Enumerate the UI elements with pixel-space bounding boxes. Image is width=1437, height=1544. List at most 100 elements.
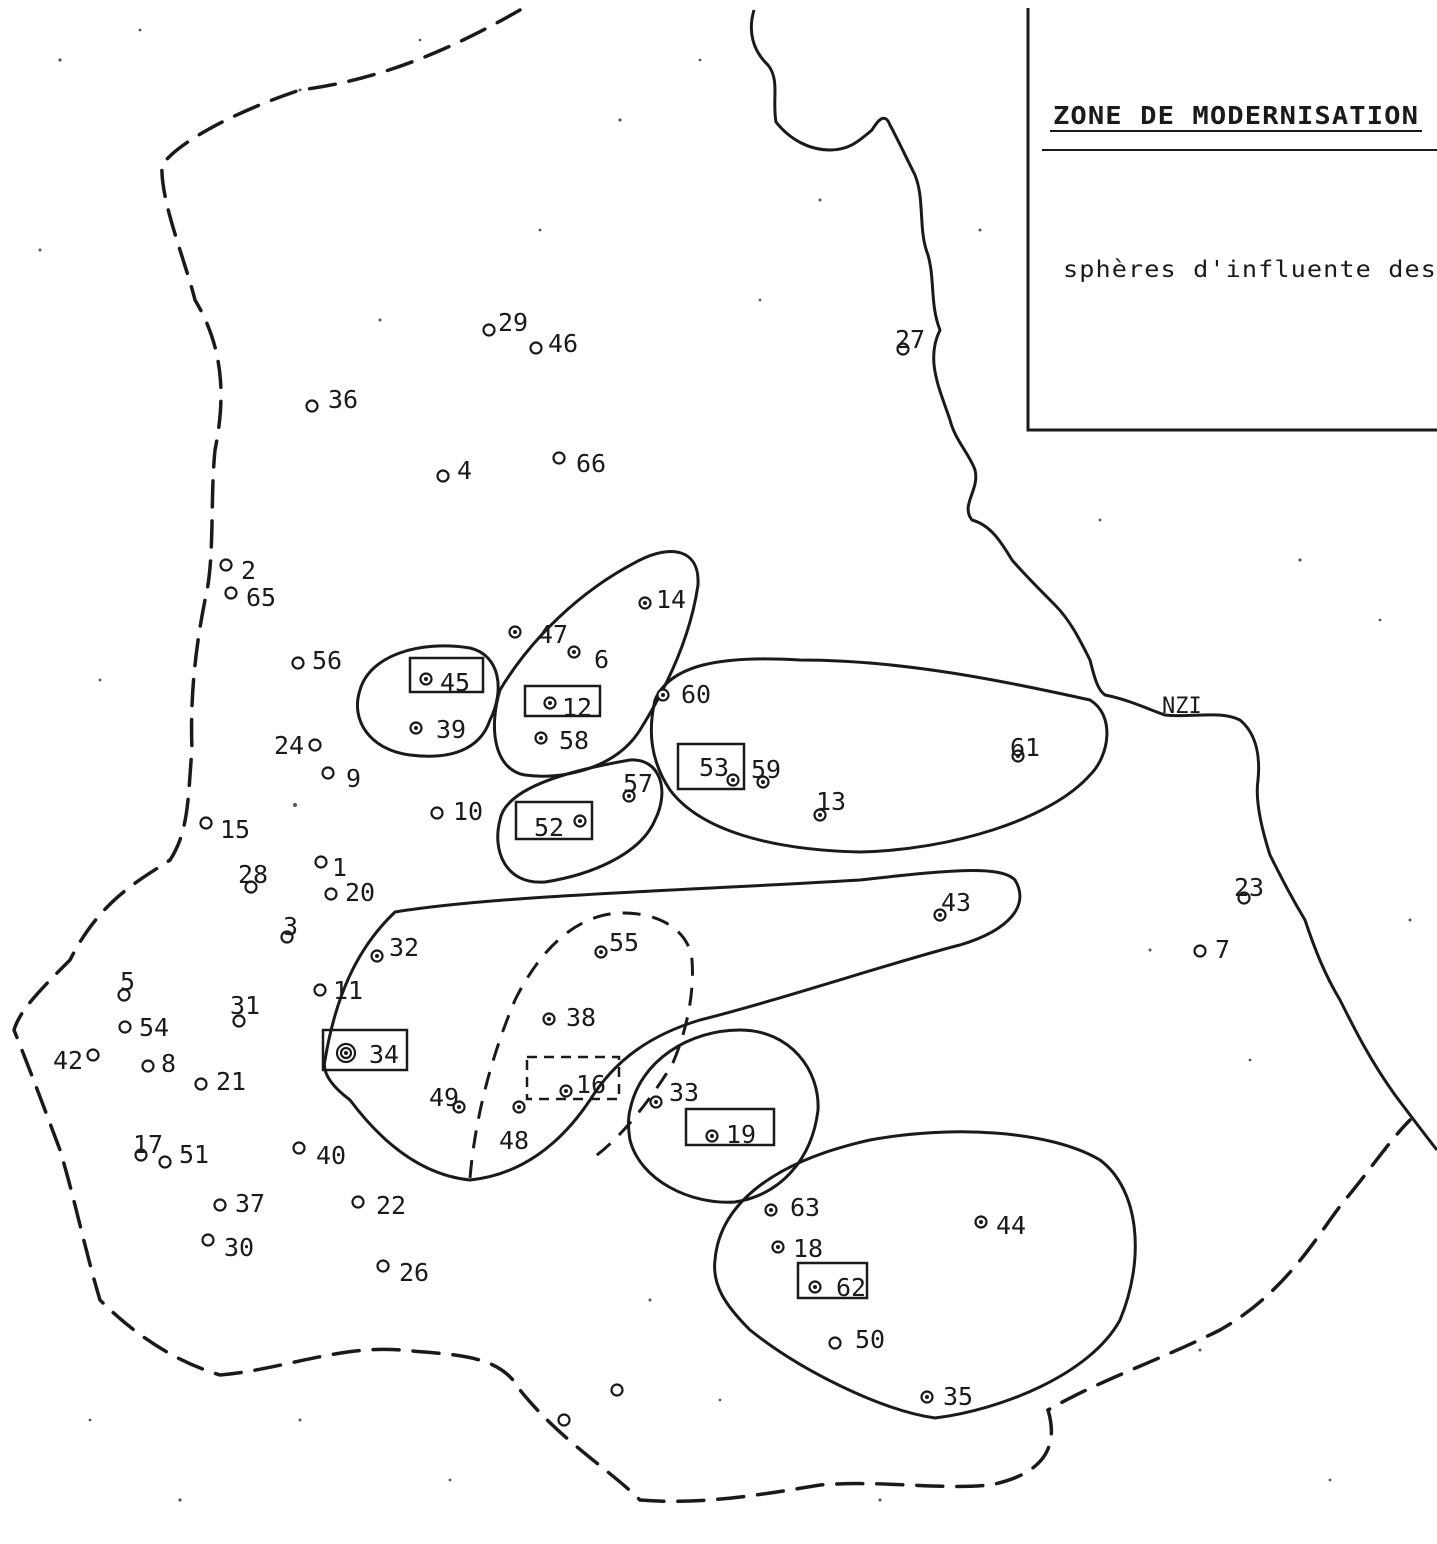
place: 10 [430, 797, 483, 826]
place-marker [134, 1148, 148, 1162]
place-label: 61 [1010, 733, 1040, 762]
place: 12 [543, 693, 592, 722]
zone-62 [713, 1130, 1137, 1420]
place-marker [305, 399, 319, 413]
place-marker [86, 1048, 100, 1062]
place-marker-dot [572, 650, 576, 654]
place-marker-dot [769, 1208, 773, 1212]
place-marker-dot [599, 950, 603, 954]
place-label: 37 [235, 1189, 265, 1218]
place: 21 [194, 1067, 246, 1096]
zone-53 [649, 657, 1109, 854]
place-marker [118, 1020, 132, 1034]
place-marker-dot [761, 780, 765, 784]
place-marker [324, 887, 338, 901]
place-label: 60 [681, 680, 711, 709]
place-label: 6 [594, 645, 609, 674]
place-label: 22 [376, 1191, 406, 1220]
place-label: 33 [669, 1078, 699, 1107]
river-nzi [749, 9, 1437, 1151]
place-marker [292, 1141, 306, 1155]
centre-box-16 [525, 1055, 621, 1101]
place-marker [194, 1077, 208, 1091]
place-label: 23 [1234, 873, 1264, 902]
place: 50 [828, 1325, 885, 1354]
place-label: 8 [161, 1049, 176, 1078]
place: 19 [705, 1120, 756, 1149]
place-label: 54 [139, 1013, 169, 1042]
centre-box-19 [684, 1107, 776, 1147]
place-marker-dot [813, 1285, 817, 1289]
place-label: 2 [241, 556, 256, 585]
place-label: 51 [179, 1140, 209, 1169]
legend-box: ZONE DE MODERNISATION sphères d'influent… [1026, 8, 1437, 432]
place-label: 14 [656, 585, 686, 614]
place-label: 32 [389, 933, 419, 962]
place-label: 56 [312, 646, 342, 675]
place-label: 26 [399, 1258, 429, 1287]
place-label: 21 [216, 1067, 246, 1096]
place-marker [436, 469, 450, 483]
place-label: 12 [562, 693, 592, 722]
place-label: 50 [855, 1325, 885, 1354]
place-label: 36 [328, 385, 358, 414]
place: 57 [622, 769, 653, 803]
place-marker [430, 806, 444, 820]
place-marker [610, 1383, 624, 1397]
place-marker [529, 341, 543, 355]
place-label: 3 [283, 912, 298, 941]
place: 40 [292, 1141, 346, 1170]
place-marker-dot [643, 601, 647, 605]
place-marker [213, 1198, 227, 1212]
place-marker-dot [938, 913, 942, 917]
place-label: 48 [499, 1126, 529, 1155]
place: 17 [133, 1130, 163, 1162]
place: 54 [118, 1013, 169, 1042]
place-marker-dot [731, 778, 735, 782]
place-marker-dot [539, 736, 543, 740]
place-marker-dot [344, 1051, 348, 1055]
place: 59 [751, 755, 781, 789]
place-marker-dot [925, 1395, 929, 1399]
place: 24 [274, 731, 322, 760]
place-label: 52 [534, 813, 564, 842]
place: 48 [499, 1100, 529, 1155]
place-label: 18 [793, 1234, 823, 1263]
place-label: 15 [220, 815, 250, 844]
place-label: 58 [559, 726, 589, 755]
place-label: 4 [457, 456, 472, 485]
place-marker [224, 586, 238, 600]
place: 43 [933, 888, 971, 922]
place-marker [314, 855, 328, 869]
place: 2 [219, 556, 256, 585]
place-marker [158, 1155, 172, 1169]
place: 23 [1234, 873, 1264, 905]
place-marker [1193, 944, 1207, 958]
place-label: 29 [498, 308, 528, 337]
place-label: 43 [941, 888, 971, 917]
place-label: 66 [576, 449, 606, 478]
place-marker-dot [627, 794, 631, 798]
place-label: 57 [623, 769, 653, 798]
zone-45 [355, 644, 500, 758]
place: 26 [376, 1258, 429, 1287]
place: 18 [771, 1234, 823, 1263]
place: 63 [764, 1193, 820, 1222]
place [610, 1383, 624, 1397]
place-marker [1237, 891, 1251, 905]
place-label: 9 [346, 764, 361, 793]
place-label: 13 [816, 787, 846, 816]
place: 60 [656, 680, 711, 709]
place: 65 [224, 583, 276, 612]
place: 15 [199, 815, 250, 844]
place-label: 19 [726, 1120, 756, 1149]
place: 16 [559, 1070, 606, 1099]
place-label: 28 [238, 860, 268, 889]
place-label: 39 [436, 715, 466, 744]
place-label: 34 [369, 1040, 399, 1069]
place: 9 [321, 764, 361, 793]
place: 7 [1193, 935, 1230, 964]
place: 5 [117, 967, 135, 1002]
place: 3 [280, 912, 298, 944]
